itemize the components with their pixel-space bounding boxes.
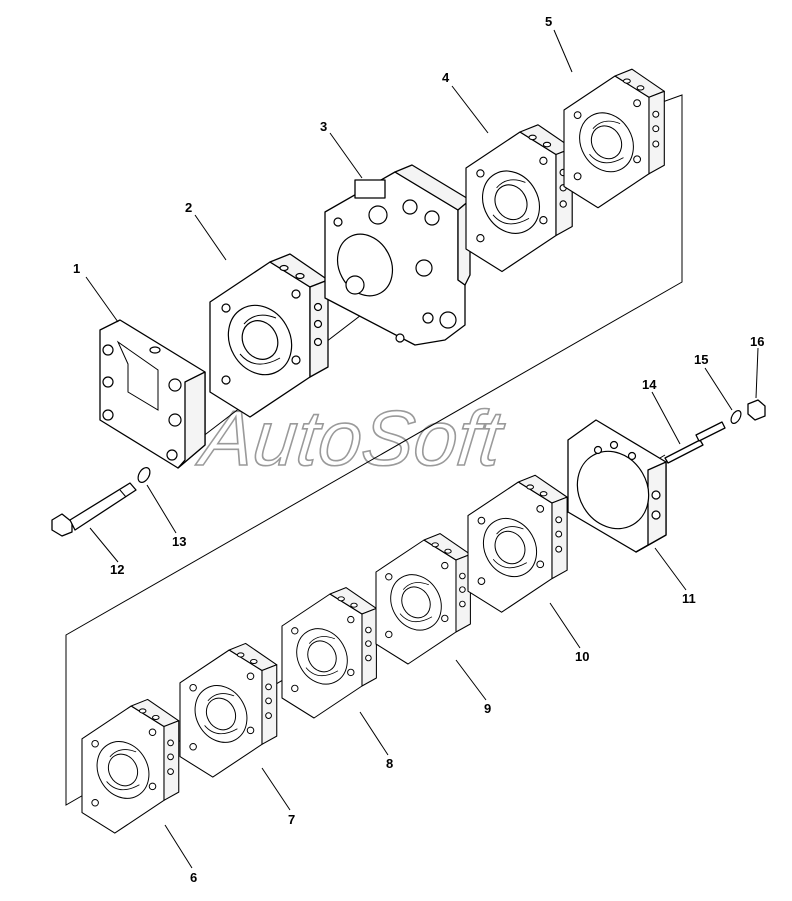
callout-15: 15	[694, 352, 708, 367]
callout-3: 3	[320, 119, 327, 134]
part-8-valve-section	[281, 587, 377, 719]
callout-7: 7	[288, 812, 295, 827]
part-7-valve-section	[179, 642, 278, 778]
part-4-valve-section	[465, 124, 573, 273]
part-12-tie-bolt	[51, 482, 137, 537]
part-1-end-cover	[99, 319, 206, 469]
part-3-main-valve-housing	[324, 164, 471, 346]
callout-labels: 1 2 3 4 5 6 7 8 9 10 11 12 13 14 15 16	[73, 14, 764, 885]
callout-1: 1	[73, 261, 80, 276]
callout-2: 2	[185, 200, 192, 215]
callout-6: 6	[190, 870, 197, 885]
callout-11: 11	[682, 591, 696, 606]
callout-9: 9	[484, 701, 491, 716]
part-11-end-cover	[567, 419, 667, 553]
callout-12: 12	[110, 562, 124, 577]
part-15-washer	[730, 410, 742, 424]
callout-10: 10	[575, 649, 589, 664]
part-6-valve-section	[81, 698, 180, 834]
callout-13: 13	[172, 534, 186, 549]
part-10-valve-section	[467, 474, 568, 613]
callout-8: 8	[386, 756, 393, 771]
callout-5: 5	[545, 14, 552, 29]
callout-14: 14	[642, 377, 657, 392]
leader-lines	[85, 29, 759, 869]
callout-16: 16	[750, 334, 764, 349]
part-14-stud	[664, 421, 726, 464]
part-5-valve-section	[563, 68, 665, 209]
part-13-washer	[137, 467, 151, 483]
callout-4: 4	[442, 70, 450, 85]
part-9-valve-section	[375, 533, 471, 665]
part-16-nut	[747, 399, 766, 421]
part-2-valve-section	[209, 253, 329, 418]
